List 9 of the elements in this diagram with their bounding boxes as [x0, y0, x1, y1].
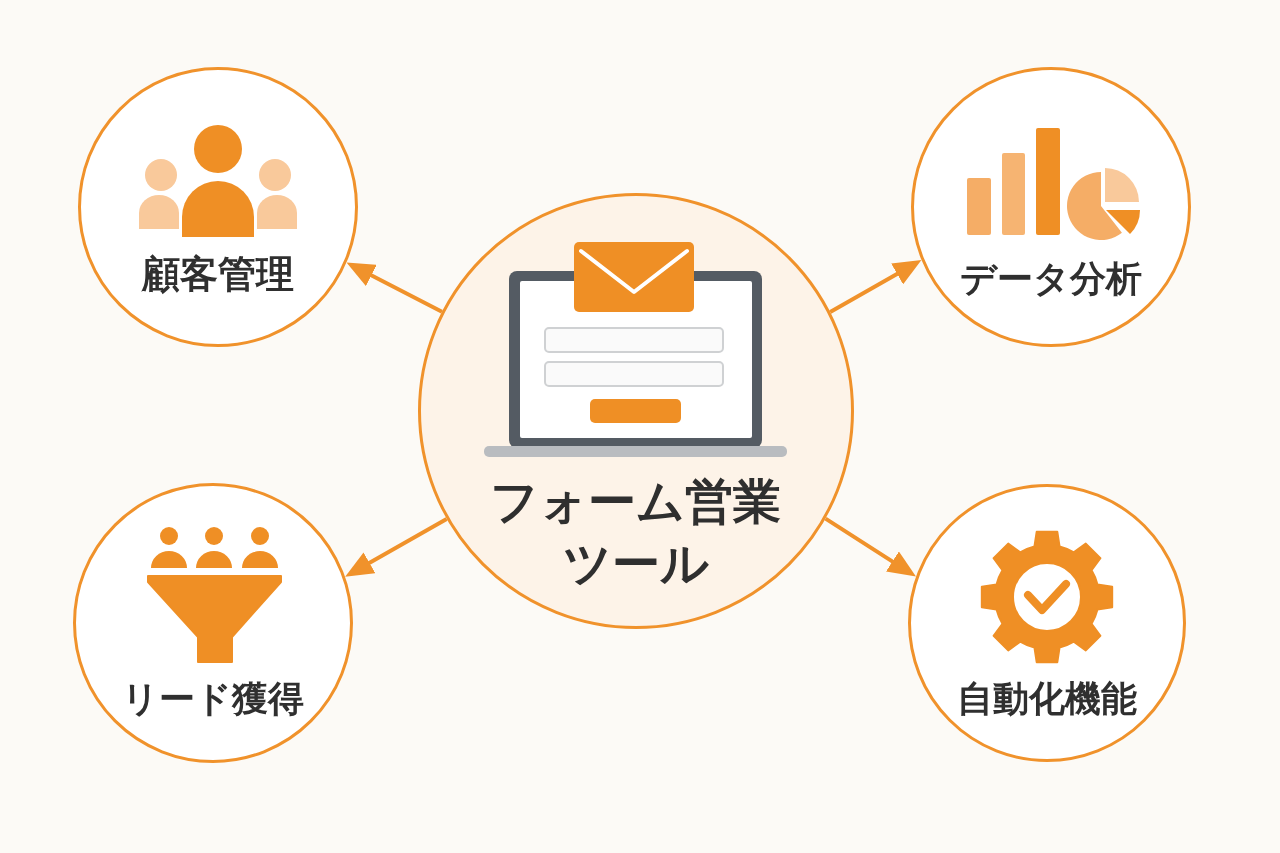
topic-label: 自動化機能: [957, 676, 1137, 720]
arrow: [344, 517, 448, 579]
hub-title: フォーム営業ツール: [489, 472, 783, 593]
topic-label: 顧客管理: [142, 251, 294, 297]
topic-label: データ分析: [960, 256, 1142, 300]
arrow: [345, 260, 443, 314]
arrow: [824, 517, 918, 579]
arrow: [829, 258, 923, 314]
topic-label: リード獲得: [122, 676, 304, 720]
